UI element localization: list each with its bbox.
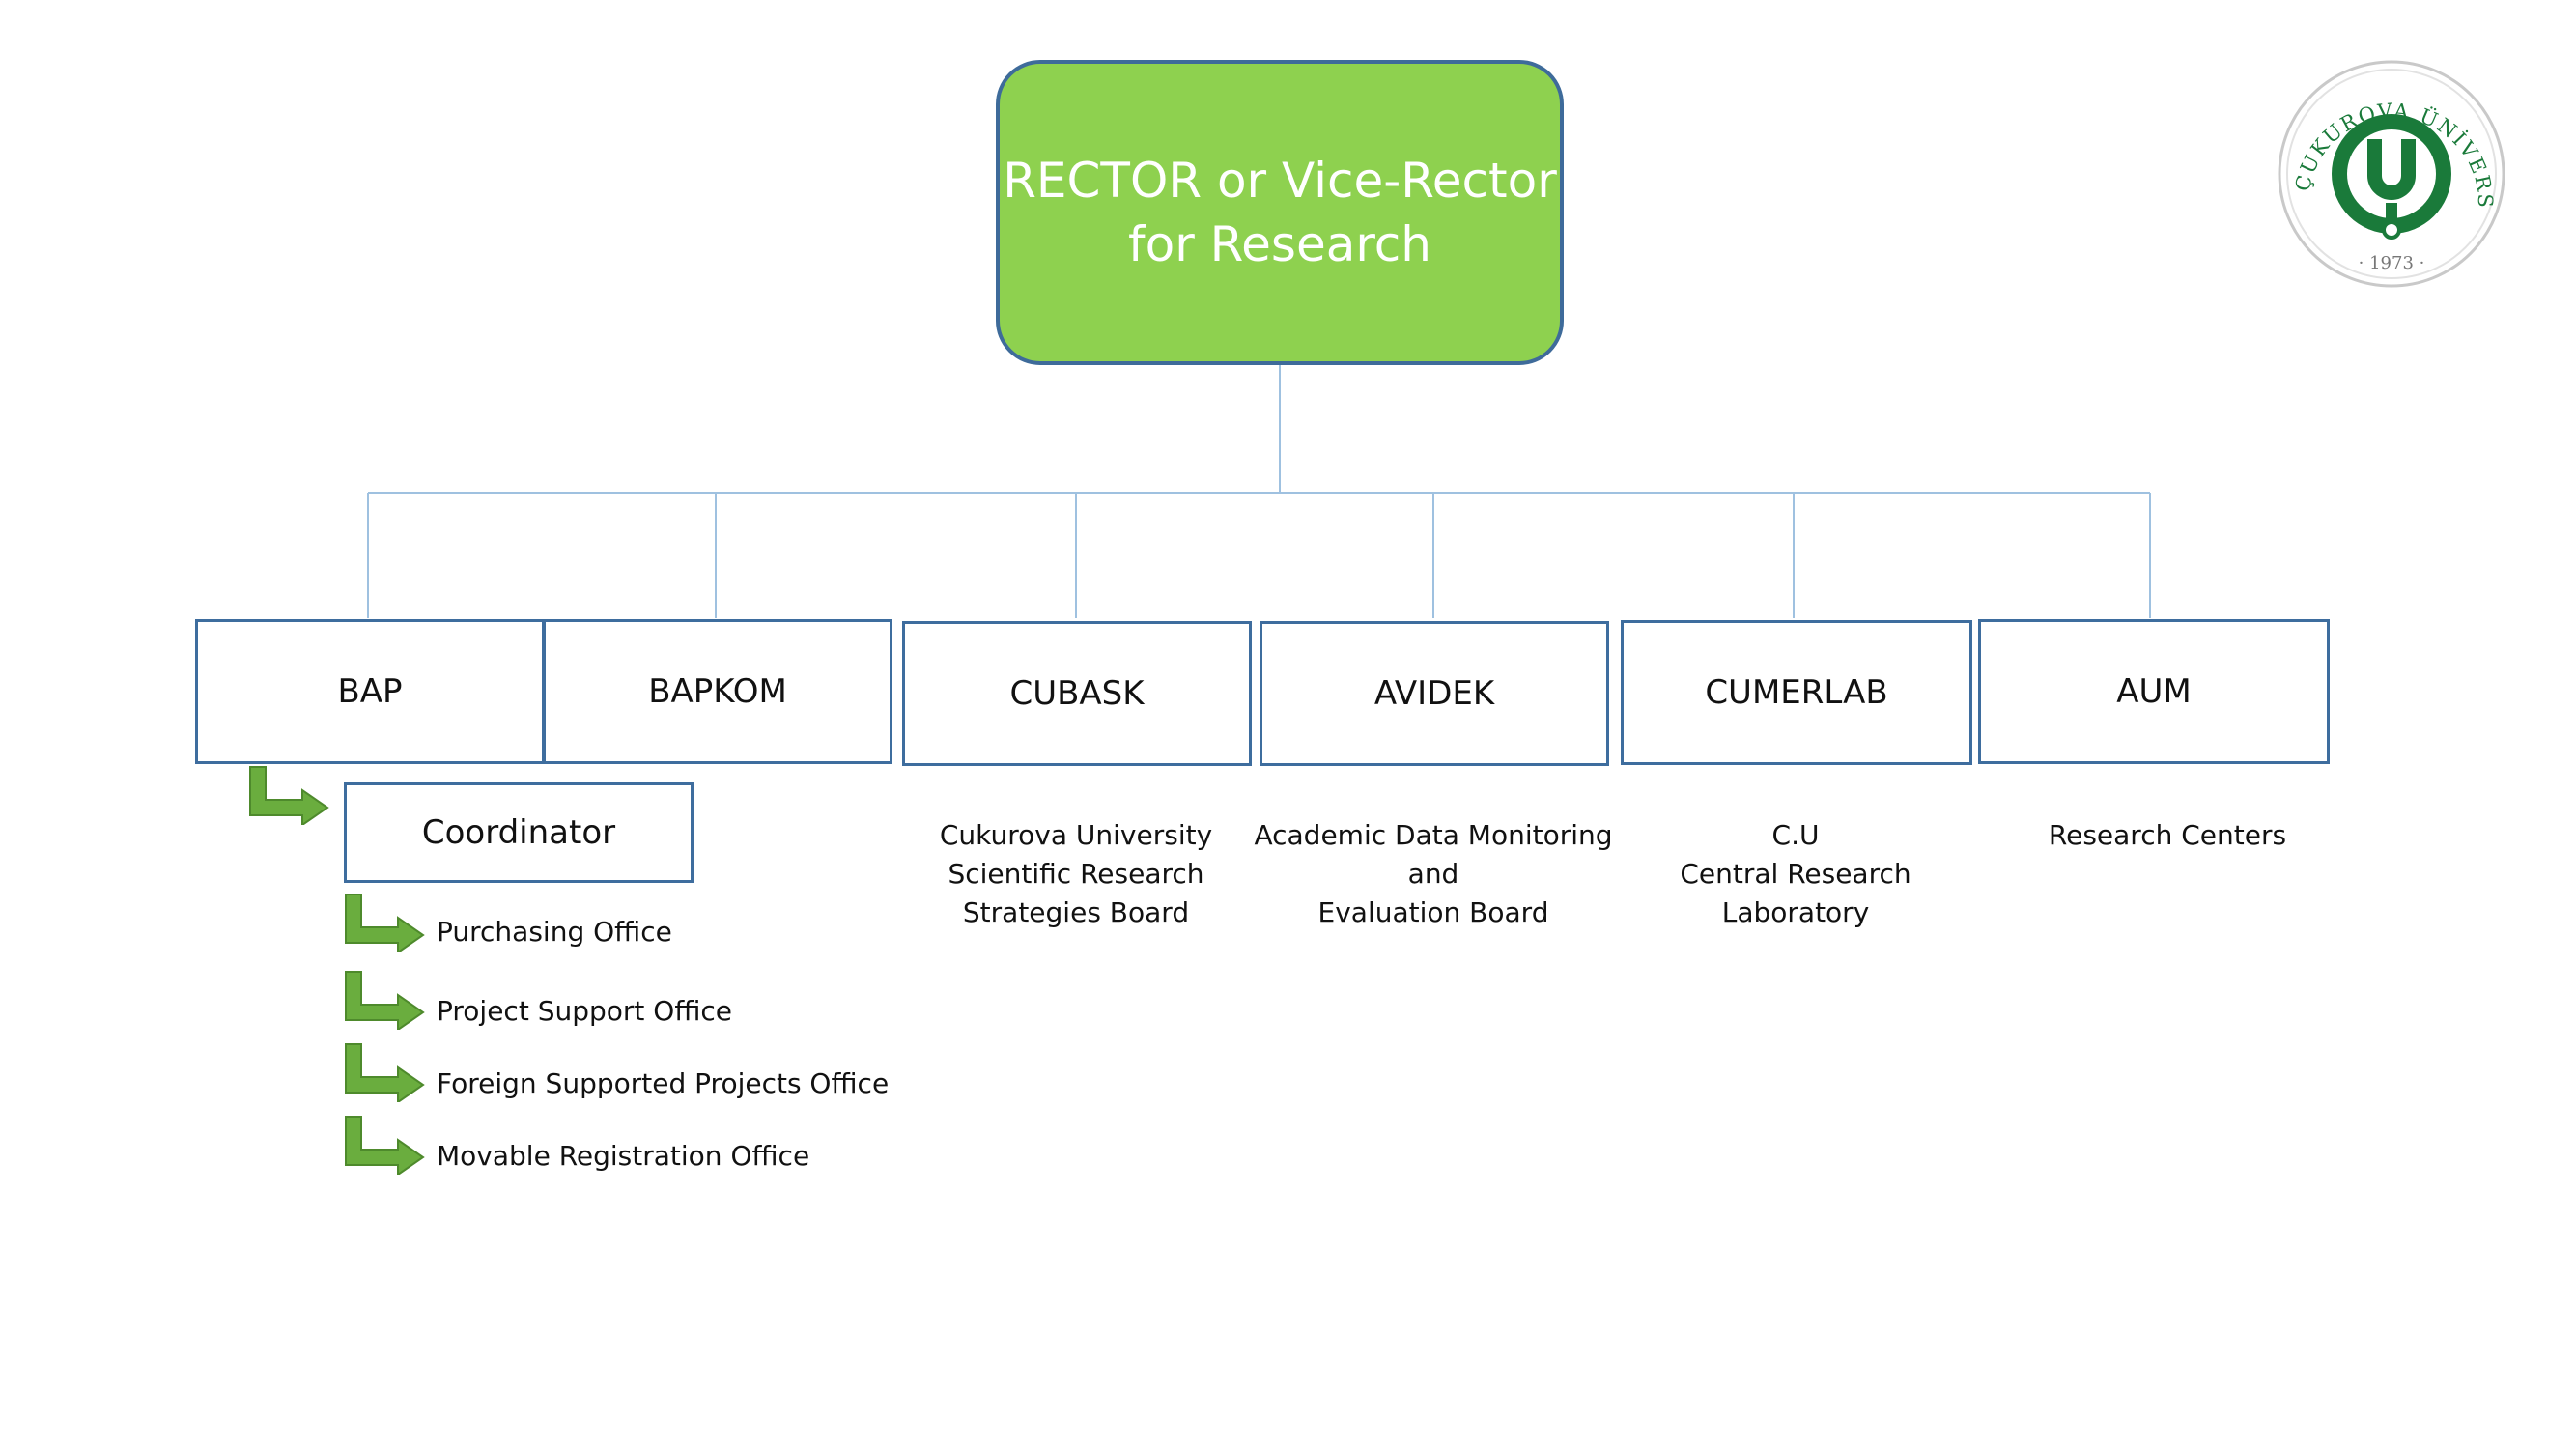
- office-foreign-supported: Foreign Supported Projects Office: [437, 1067, 890, 1099]
- coordinator-label: Coordinator: [421, 813, 616, 852]
- office-movable-registration: Movable Registration Office: [437, 1140, 810, 1172]
- desc-cumerlab-line-2: Central Research: [1680, 858, 1911, 890]
- desc-cumerlab-line-3: Laboratory: [1721, 896, 1870, 928]
- unit-label-bap: BAP: [337, 672, 403, 711]
- unit-label-cubask: CUBASK: [1009, 674, 1145, 713]
- unit-box-avidek: AVIDEK: [1260, 621, 1609, 766]
- unit-label-cumerlab: CUMERLAB: [1705, 673, 1888, 712]
- desc-aum-line-1: Research Centers: [2048, 819, 2287, 851]
- desc-cubask-line-3: Strategies Board: [962, 896, 1190, 928]
- bent-arrow-icon: [345, 971, 425, 1030]
- desc-avidek-line-1: Academic Data Monitoring: [1254, 819, 1613, 851]
- coordinator-box: Coordinator: [344, 782, 694, 883]
- desc-cubask: Cukurova University Scientific Research …: [883, 816, 1269, 932]
- desc-cumerlab-line-1: C.U: [1771, 819, 1820, 851]
- office-purchasing: Purchasing Office: [437, 916, 672, 948]
- unit-box-bap: BAP: [195, 619, 545, 764]
- unit-box-cubask: CUBASK: [902, 621, 1252, 766]
- office-project-support: Project Support Office: [437, 995, 733, 1027]
- unit-box-aum: AUM: [1978, 619, 2330, 764]
- rector-box: RECTOR or Vice-Rector for Research: [996, 60, 1564, 365]
- unit-label-bapkom: BAPKOM: [648, 672, 787, 711]
- unit-label-aum: AUM: [2116, 672, 2192, 711]
- desc-avidek: Academic Data Monitoring and Evaluation …: [1240, 816, 1627, 932]
- bent-arrow-icon: [345, 1116, 425, 1175]
- desc-cumerlab: C.U Central Research Laboratory: [1602, 816, 1989, 932]
- desc-avidek-line-3: Evaluation Board: [1317, 896, 1549, 928]
- desc-cubask-line-2: Scientific Research: [948, 858, 1204, 890]
- rector-title-line-1: RECTOR or Vice-Rector: [1003, 153, 1557, 209]
- rector-title-line-2: for Research: [1128, 216, 1431, 272]
- unit-box-cumerlab: CUMERLAB: [1621, 620, 1972, 765]
- bent-arrow-icon: [345, 1043, 425, 1102]
- desc-avidek-line-2: and: [1407, 858, 1459, 890]
- desc-cubask-line-1: Cukurova University: [939, 819, 1213, 851]
- svg-text:· 1973 ·: · 1973 ·: [2359, 253, 2425, 273]
- unit-label-avidek: AVIDEK: [1373, 674, 1495, 713]
- unit-box-bapkom: BAPKOM: [543, 619, 892, 764]
- desc-aum: Research Centers: [1974, 816, 2361, 855]
- university-logo: ÇUKUROVA ÜNİVERSİTESİ · 1973 ·: [2276, 58, 2505, 288]
- bent-arrow-icon: [249, 766, 329, 825]
- bent-arrow-icon: [345, 894, 425, 952]
